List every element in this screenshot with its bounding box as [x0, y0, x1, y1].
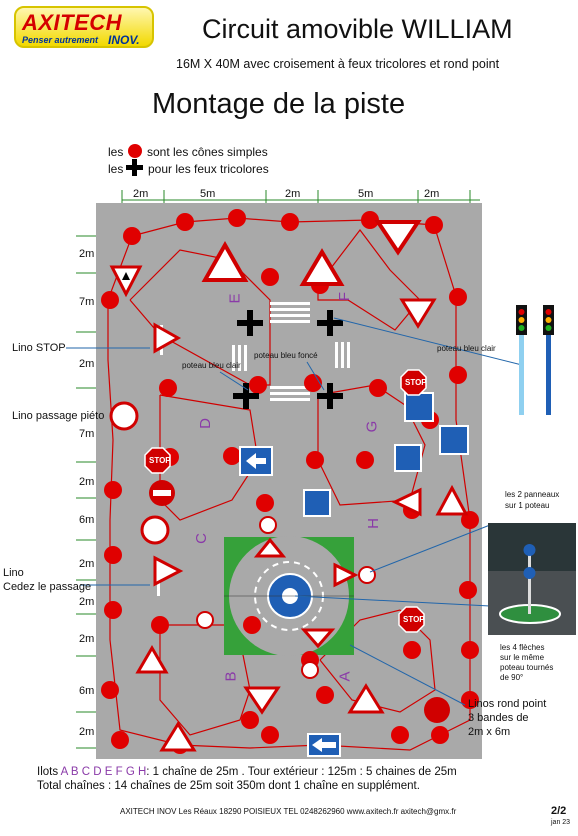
stop-text: STOP [149, 456, 171, 465]
section-heading: Montage de la piste [152, 88, 406, 120]
linos-rp-label-2: 3 bandes de [468, 712, 529, 724]
cones [101, 209, 479, 754]
left-dim: 6m [79, 685, 95, 697]
left-dim: 2m [79, 596, 95, 608]
crosswalks [157, 302, 350, 596]
lino-cedez-label-2: Cedez le passage [3, 581, 92, 593]
lino-cedez-label-1: Lino [3, 567, 24, 579]
left-dim: 7m [79, 296, 95, 308]
island-label-c: C [192, 533, 210, 544]
top-dim: 2m [285, 188, 301, 200]
top-dim: 5m [358, 188, 374, 200]
poles [516, 305, 554, 415]
pole-photo [488, 523, 576, 635]
company-logo: AXITECH Penser autrement INOV. [14, 6, 154, 48]
left-dim: 2m [79, 476, 95, 488]
legend-lights-text: pour les feux tricolores [148, 162, 269, 176]
blue-signs [239, 392, 469, 757]
top-dim: 5m [200, 188, 216, 200]
fleches-label-2: sur le même [500, 653, 545, 662]
left-dim: 2m [79, 633, 95, 645]
page-number: 2/2 [551, 805, 567, 817]
total-chains: Total chaînes : 14 chaînes de 25m soit 3… [37, 780, 420, 792]
ilots-info: Ilots A B C D E F G H: 1 chaîne de 25m .… [37, 766, 457, 778]
logo-tagline: Penser autrement [22, 35, 99, 45]
top-dim: 2m [424, 188, 440, 200]
panneaux-label-1: les 2 panneaux [505, 490, 560, 499]
poteau-clair-right-label: poteau bleu clair [437, 344, 496, 353]
cone-legend-icon [128, 144, 142, 158]
contact-line: AXITECH INOV Les Réaux 18290 POISIEUX TE… [120, 807, 457, 816]
page-title: Circuit amovible WILLIAM [202, 14, 513, 44]
legend-les-1: les [108, 145, 124, 159]
dimension-lines [76, 190, 480, 749]
legend-les-2: les [108, 162, 124, 176]
left-dim: 2m [79, 558, 95, 570]
fleches-label-3: poteau tournés [500, 663, 554, 672]
island-label-a: A [336, 671, 354, 682]
ilots-prefix: Ilots [37, 766, 59, 778]
lino-pieton-label: Lino passage piéto [12, 410, 105, 422]
panneaux-label-2: sur 1 poteau [505, 501, 550, 510]
island-label-d: D [196, 418, 214, 429]
traffic-light-cross-icon [126, 159, 143, 176]
page-subtitle: 16M X 40M avec croisement à feux tricolo… [176, 57, 500, 71]
island-label-h: H [364, 518, 382, 529]
poteau-clair-left-label: poteau bleu clair [182, 361, 241, 370]
ilots-rest: : 1 chaîne de 25m . Tour extérieur : 125… [146, 766, 457, 778]
left-dim: 6m [79, 514, 95, 526]
stop-text: STOP [405, 378, 427, 387]
left-dim: 2m [79, 726, 95, 738]
left-dim: 7m [79, 428, 95, 440]
poteau-fonce-label: poteau bleu foncé [254, 351, 318, 360]
stop-signs [144, 369, 427, 633]
pointer-lines [66, 317, 523, 706]
logo-suffix: INOV. [108, 33, 140, 47]
linos-rp-label-3: 2m x 6m [468, 726, 511, 738]
top-dim: 2m [133, 188, 149, 200]
page-date: jan 23 [551, 819, 571, 826]
lino-stop-label: Lino STOP [12, 342, 66, 354]
traffic-light-crosses [233, 310, 343, 409]
left-dim: 2m [79, 358, 95, 370]
island-label-g: G [363, 420, 381, 433]
island-label-e: E [226, 293, 244, 304]
warning-signs [109, 220, 469, 752]
logo-brand: AXITECH [22, 10, 123, 35]
linos-rp-label-1: Linos rond point [468, 698, 547, 710]
stop-text: STOP [403, 615, 425, 624]
round-signs [109, 401, 450, 723]
fleches-label-4: de 90° [500, 673, 524, 682]
island-label-f: F [336, 291, 354, 302]
legend-cones-text: sont les cônes simples [147, 145, 268, 159]
track-surface [96, 203, 482, 759]
island-label-b: B [222, 671, 240, 682]
ilots-letters: A B C D E F G H [60, 766, 147, 778]
fleches-label-1: les 4 flèches [500, 643, 545, 652]
left-dim: 2m [79, 248, 95, 260]
